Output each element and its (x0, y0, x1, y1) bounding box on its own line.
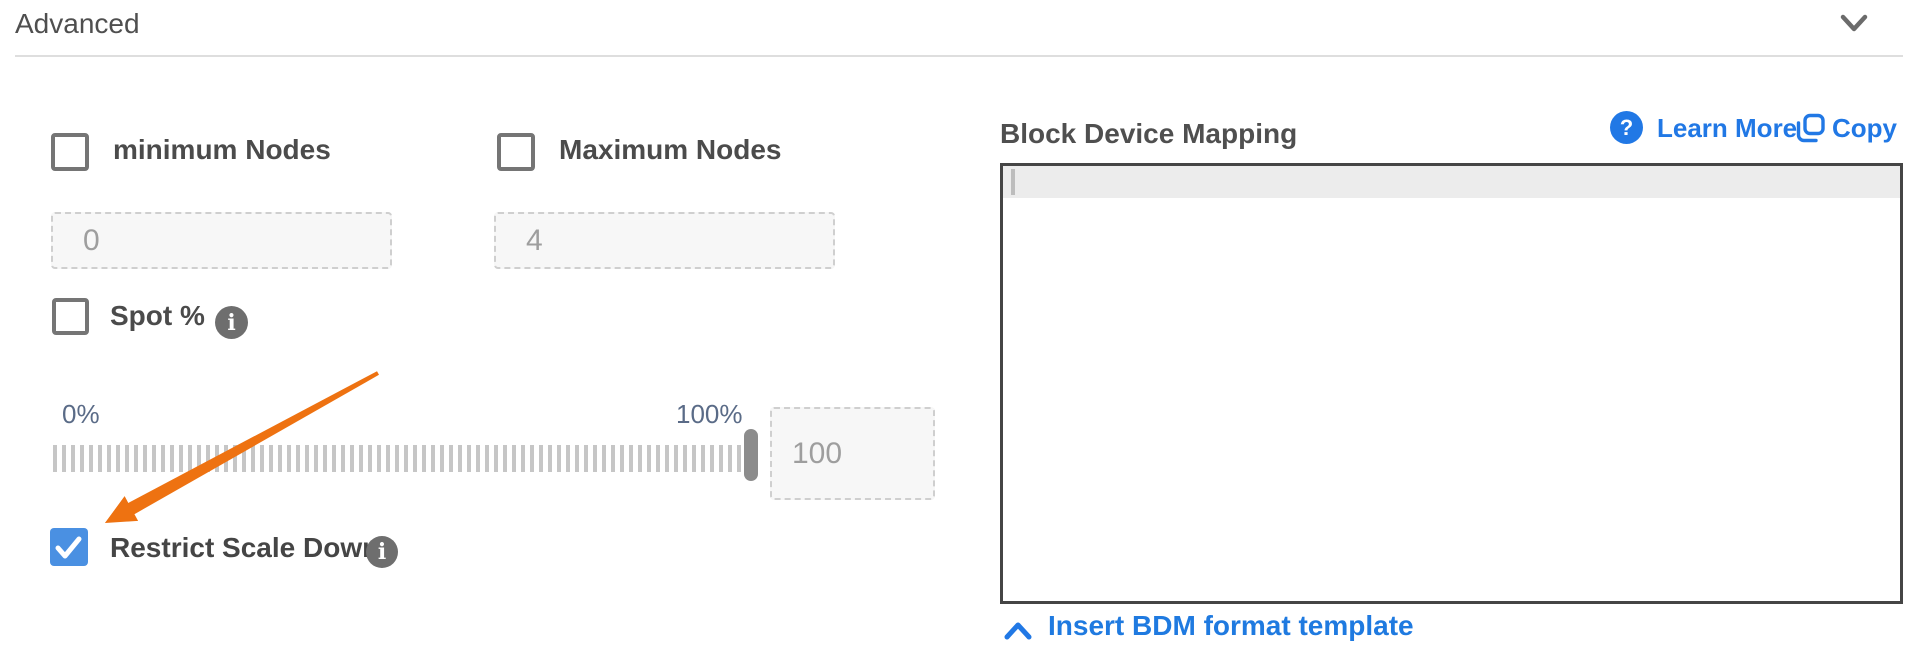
collapse-chevron-down-icon[interactable] (1840, 12, 1868, 34)
bdm-title: Block Device Mapping (1000, 118, 1298, 149)
section-title: Advanced (15, 8, 140, 39)
checkmark-icon (55, 536, 82, 559)
restrict-scale-down-checkbox[interactable] (50, 528, 88, 566)
restrict-scale-down-info-icon[interactable]: i (366, 536, 398, 568)
slider-max-label: 100% (676, 399, 743, 429)
insert-bdm-template-link[interactable]: Insert BDM format template (1048, 610, 1414, 641)
slider-min-label: 0% (62, 399, 100, 429)
copy-link[interactable]: Copy (1832, 113, 1897, 143)
learn-more-link[interactable]: Learn More (1657, 113, 1798, 143)
minimum-nodes-label: minimum Nodes (113, 134, 331, 165)
editor-cursor (1011, 169, 1015, 195)
maximum-nodes-checkbox[interactable] (497, 133, 535, 171)
maximum-nodes-input[interactable] (494, 212, 835, 269)
bdm-editor[interactable] (1000, 163, 1903, 604)
minimum-nodes-checkbox[interactable] (51, 133, 89, 171)
spot-percent-input[interactable] (770, 407, 935, 500)
restrict-scale-down-label: Restrict Scale Down (110, 532, 380, 563)
spot-percent-slider-track[interactable] (53, 445, 741, 472)
spot-percent-checkbox[interactable] (52, 298, 89, 335)
spot-percent-label: Spot % (110, 300, 205, 331)
learn-more-help-icon[interactable]: ? (1610, 111, 1643, 144)
spot-info-icon[interactable]: i (215, 306, 248, 339)
copy-icon[interactable] (1796, 113, 1826, 143)
minimum-nodes-input[interactable] (51, 212, 392, 269)
collapse-chevron-up-icon[interactable] (1003, 620, 1033, 642)
editor-active-line (1003, 166, 1900, 198)
maximum-nodes-label: Maximum Nodes (559, 134, 782, 165)
section-divider (15, 55, 1903, 57)
spot-percent-slider-handle[interactable] (744, 429, 758, 481)
